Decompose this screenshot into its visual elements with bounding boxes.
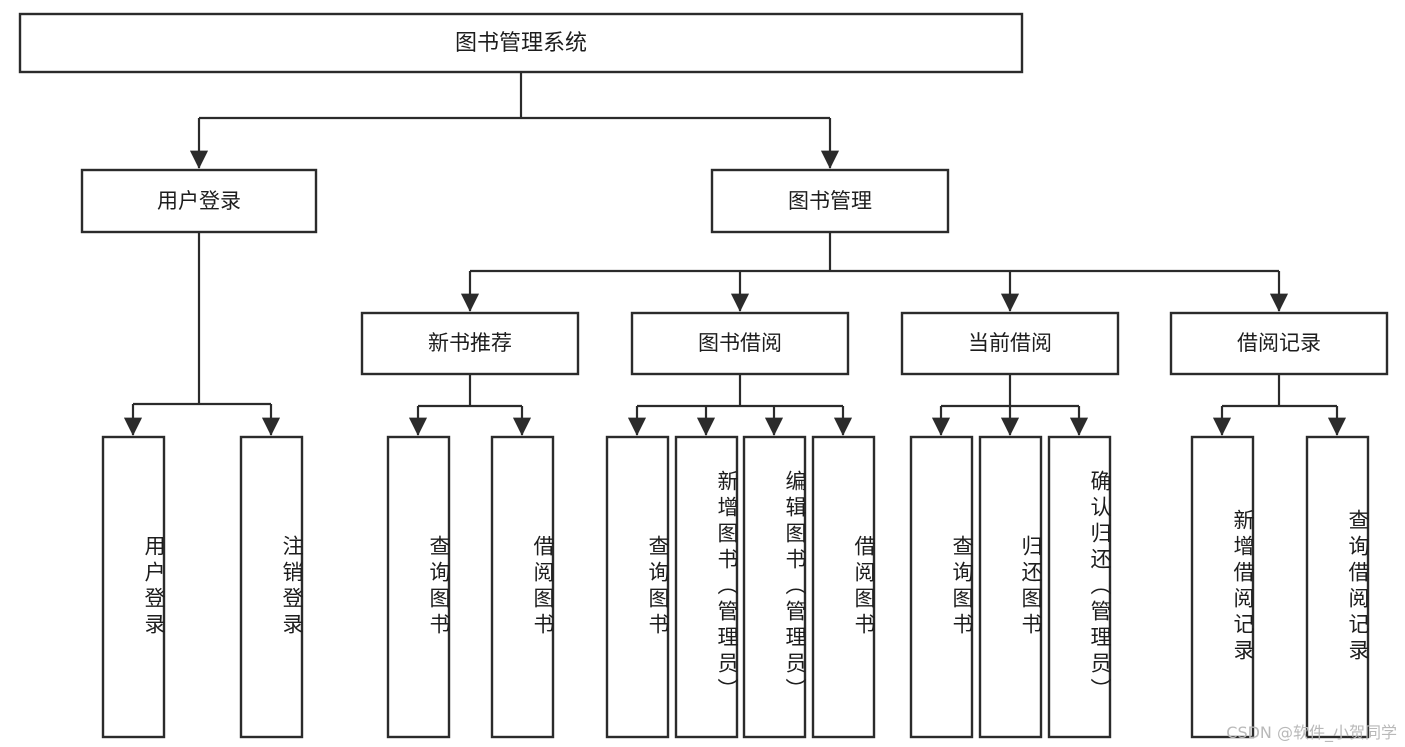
node-current-borrow[interactable]: 当前借阅: [900, 311, 1120, 376]
leaf-node-book-borrow-3[interactable]: [811, 435, 876, 739]
leaf-node-user-login-1[interactable]: [239, 435, 304, 739]
node-box: [742, 435, 807, 739]
leaf-node-current-borrow-1[interactable]: [978, 435, 1043, 739]
node-label: 当前借阅: [968, 331, 1052, 355]
node-user-login[interactable]: 用户登录: [80, 168, 318, 234]
node-box: [360, 311, 580, 376]
node-box: [18, 12, 1024, 74]
node-box: [909, 435, 974, 739]
node-label: 用户登录: [157, 189, 241, 213]
leaf-label-user-login-1: 注销登录: [280, 535, 304, 639]
leaf-label-current-borrow-2: 确认归还（管理员）: [1088, 470, 1112, 704]
leaf-node-borrow-record-1[interactable]: [1305, 435, 1370, 739]
node-label: 借阅记录: [1237, 331, 1321, 355]
connector-group-root: [189, 72, 840, 169]
node-box: [674, 435, 739, 739]
node-book-borrow[interactable]: 图书借阅: [630, 311, 850, 376]
node-new-book-recommend[interactable]: 新书推荐: [360, 311, 580, 376]
node-box: [1305, 435, 1370, 739]
node-box: [80, 168, 318, 234]
node-box: [900, 311, 1120, 376]
node-box: [811, 435, 876, 739]
node-box: [978, 435, 1043, 739]
node-box: [1169, 311, 1389, 376]
node-box: [710, 168, 950, 234]
leaf-label-book-borrow-3: 借阅图书: [852, 535, 876, 639]
leaf-node-current-borrow-2[interactable]: [1047, 435, 1112, 739]
leaf-label-borrow-record-1: 查询借阅记录: [1346, 509, 1370, 665]
csdn-watermark: CSDN @软件_小贺同学: [1226, 723, 1397, 742]
node-box: [1047, 435, 1112, 739]
leaf-node-new-book-1[interactable]: [490, 435, 555, 739]
leaf-node-book-borrow-2[interactable]: [742, 435, 807, 739]
connector-group-borrow-record: [1212, 374, 1347, 436]
connector-group-new-book: [408, 374, 532, 436]
node-label: 图书借阅: [698, 331, 782, 355]
connector-group-book-borrow: [627, 374, 853, 436]
node-box: [101, 435, 166, 739]
leaf-node-book-borrow-0[interactable]: [605, 435, 670, 739]
leaf-label-user-login-0: 用户登录: [142, 535, 166, 639]
leaf-label-book-borrow-1: 新增图书（管理员）: [715, 470, 739, 704]
node-box: [490, 435, 555, 739]
connector-group-current-borrow: [931, 374, 1089, 436]
leaf-label-book-borrow-2: 编辑图书（管理员）: [783, 470, 807, 704]
leaf-label-current-borrow-0: 查询图书: [950, 535, 974, 639]
node-book-management[interactable]: 图书管理: [710, 168, 950, 234]
leaf-node-book-borrow-1[interactable]: [674, 435, 739, 739]
node-box: [1190, 435, 1255, 739]
node-box: [239, 435, 304, 739]
node-box: [630, 311, 850, 376]
node-label: 图书管理系统: [455, 31, 587, 56]
leaf-node-current-borrow-0[interactable]: [909, 435, 974, 739]
leaf-label-new-book-0: 查询图书: [427, 535, 451, 639]
connector-group-book-mgmt: [460, 233, 1289, 312]
node-box: [386, 435, 451, 739]
node-root-book-management-system[interactable]: 图书管理系统: [18, 12, 1024, 74]
leaf-node-user-login-0[interactable]: [101, 435, 166, 739]
node-label: 图书管理: [788, 189, 872, 213]
node-label: 新书推荐: [428, 331, 512, 355]
leaf-label-book-borrow-0: 查询图书: [646, 535, 670, 639]
leaf-label-new-book-1: 借阅图书: [531, 535, 555, 639]
leaf-node-new-book-0[interactable]: [386, 435, 451, 739]
leaf-node-borrow-record-0[interactable]: [1190, 435, 1255, 739]
leaf-label-borrow-record-0: 新增借阅记录: [1231, 509, 1255, 665]
leaf-label-current-borrow-1: 归还图书: [1019, 535, 1043, 639]
node-borrow-record[interactable]: 借阅记录: [1169, 311, 1389, 376]
connector-group-user-login: [123, 233, 281, 436]
node-box: [605, 435, 670, 739]
